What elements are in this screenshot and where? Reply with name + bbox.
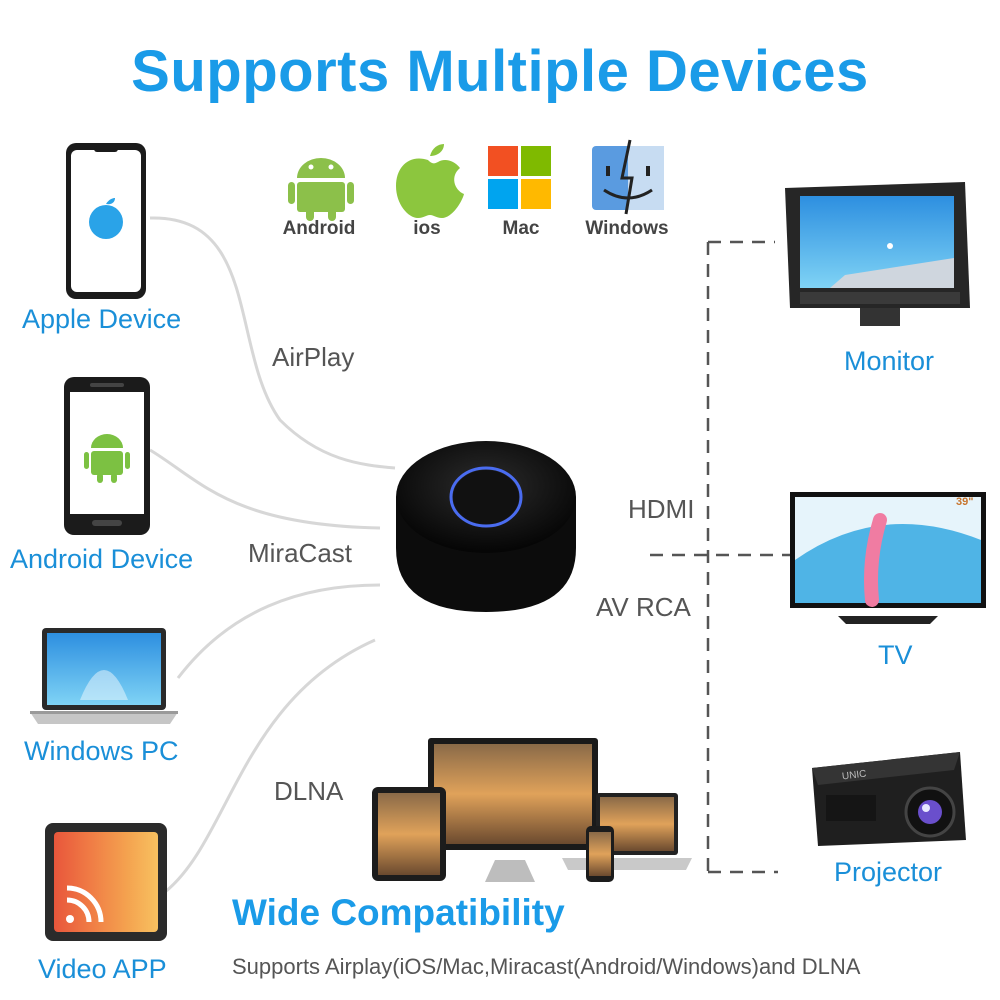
target-label-monitor: Monitor	[844, 346, 935, 376]
os-label-android: Android	[282, 218, 356, 239]
target-label-tv: TV	[878, 640, 913, 670]
source-label-video: Video APP	[38, 954, 167, 984]
footer-text: Supports Airplay(iOS/Mac,Miracast(Androi…	[232, 954, 861, 979]
android-icon	[288, 158, 354, 221]
line-video	[164, 638, 376, 894]
apple-icon	[396, 144, 464, 218]
source-label-android: Android Device	[10, 544, 194, 574]
os-label-windows: Windows	[585, 218, 669, 239]
mac-finder-icon	[592, 139, 664, 215]
protocol-airplay: AirPlay	[272, 342, 355, 372]
windows-logo-icon	[488, 146, 551, 209]
output-av-rca: AV RCA	[596, 592, 691, 622]
android-phone-icon	[64, 377, 150, 535]
footer-heading: Wide Compatibility	[232, 892, 565, 933]
iphone-icon	[66, 143, 146, 299]
tv-size-badge: 39"	[956, 496, 974, 508]
os-label-ios: ios	[413, 218, 441, 239]
video-app-icon	[45, 823, 167, 941]
tv-icon	[790, 492, 986, 624]
os-label-mac: Mac	[502, 218, 540, 239]
line-apple	[149, 216, 396, 470]
protocol-miracast: MiraCast	[248, 538, 353, 568]
multi-screen-icon	[372, 738, 692, 882]
output-dashed-lines	[650, 240, 790, 880]
source-connection-lines	[149, 216, 396, 894]
page-title: Supports Multiple Devices	[131, 39, 869, 104]
dongle-device	[396, 441, 576, 612]
source-label-apple: Apple Device	[22, 304, 182, 334]
projector-icon	[812, 752, 966, 846]
target-label-projector: Projector	[834, 857, 943, 887]
line-android	[149, 448, 381, 530]
protocol-dlna: DLNA	[274, 776, 344, 806]
monitor-icon	[785, 182, 970, 326]
laptop-icon	[30, 628, 178, 724]
output-hdmi: HDMI	[628, 494, 695, 524]
source-label-windows: Windows PC	[24, 736, 179, 766]
line-windows	[176, 583, 381, 679]
